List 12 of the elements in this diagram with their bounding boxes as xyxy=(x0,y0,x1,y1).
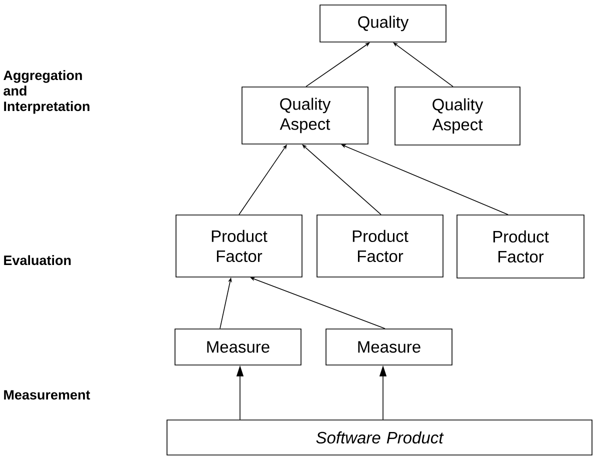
box: Measure xyxy=(174,328,302,366)
level-label: Measurement xyxy=(4,390,90,400)
box: Product Factor xyxy=(316,214,444,278)
box: Quality Aspect xyxy=(242,86,368,144)
box: Software Product xyxy=(166,420,592,456)
box: Product Factor xyxy=(456,214,584,278)
box: Product Factor xyxy=(176,214,302,278)
box: Measure xyxy=(326,328,452,366)
level-label: Evaluation xyxy=(4,255,71,266)
level-label: Aggregation and Interpretation xyxy=(4,70,90,114)
box: Quality xyxy=(320,4,446,42)
box: Quality Aspect xyxy=(394,86,520,146)
